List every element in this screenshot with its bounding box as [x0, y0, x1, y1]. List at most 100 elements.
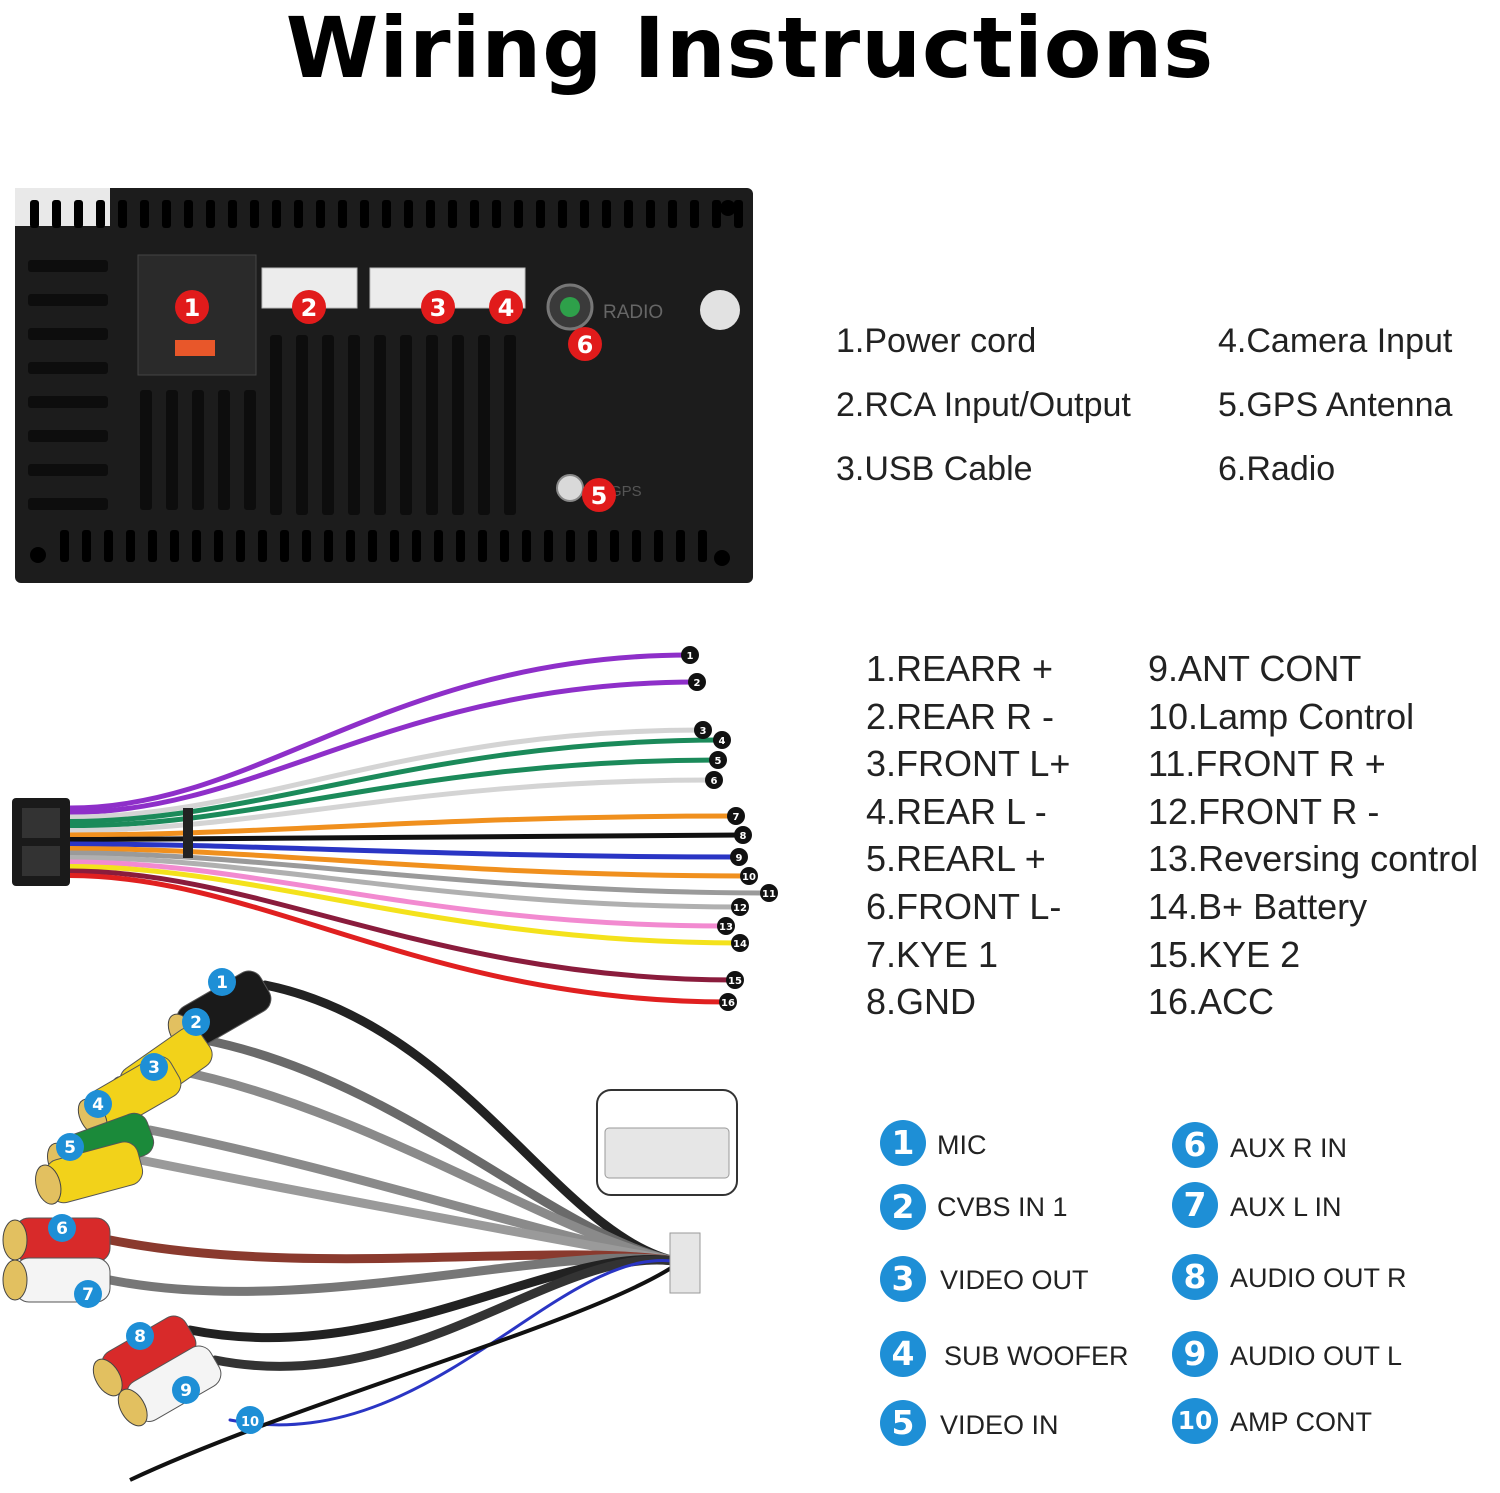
- vent-slot: [360, 200, 369, 228]
- gps-socket: [556, 474, 584, 502]
- rca-harness-connector: [669, 1232, 701, 1294]
- vent-slot: [470, 200, 479, 228]
- connector-inset-plug: [604, 1127, 730, 1179]
- harness-plug-slot: [22, 808, 60, 838]
- harness-plug-slot: [22, 846, 60, 876]
- vent-slot: [28, 260, 108, 272]
- rca-plug-tip: [92, 1358, 123, 1397]
- wire-number: 9: [736, 853, 743, 864]
- rca-marker-number: 2: [190, 1013, 202, 1033]
- vent-slot: [206, 200, 215, 228]
- rca-badge: 6: [1172, 1122, 1218, 1168]
- wire-legend-item: 14.B+ Battery: [1148, 886, 1368, 927]
- wire-number-marker: [730, 848, 748, 866]
- rca-marker: [208, 968, 236, 996]
- port-marker: [489, 290, 523, 324]
- port-marker: [421, 290, 455, 324]
- rca-marker: [126, 1322, 154, 1350]
- harness-wire: [67, 855, 743, 910]
- rca-badge: 8: [1172, 1254, 1218, 1300]
- rca-plug-tip: [117, 1388, 148, 1427]
- rca-marker: [236, 1406, 264, 1434]
- rca-plug-tip: [2, 1259, 28, 1301]
- harness-wire: [67, 679, 700, 815]
- radio-socket-core: [560, 297, 580, 317]
- vent-slot: [588, 530, 597, 562]
- harness-wire: [67, 864, 743, 946]
- port-marker: [582, 478, 616, 512]
- rca-badge: 2: [880, 1184, 926, 1230]
- vent-slot: [140, 390, 152, 510]
- fuse: [175, 340, 215, 356]
- harness-wire: [67, 873, 731, 1005]
- port-legend-item: 5.GPS Antenna: [1218, 386, 1453, 424]
- port-legend-item: 6.Radio: [1218, 450, 1336, 488]
- wire-number: 4: [719, 736, 726, 747]
- vent-slot: [28, 328, 108, 340]
- rca-marker-number: 6: [56, 1219, 68, 1239]
- rca-plug-tip: [2, 1219, 28, 1261]
- vent-slot: [390, 530, 399, 562]
- wire-number: 3: [700, 726, 707, 737]
- rca-marker: [56, 1133, 84, 1161]
- rca-marker-number: 10: [241, 1415, 259, 1430]
- vent-slot: [166, 390, 178, 510]
- vent-slot: [426, 335, 438, 515]
- rca-marker-number: 9: [180, 1381, 192, 1401]
- rca-legend-item: AUX R IN: [1230, 1133, 1348, 1163]
- port-marker-number: 1: [184, 294, 201, 322]
- wire-legend-item: 7.KYE 1: [866, 934, 999, 975]
- vent-slot: [96, 200, 105, 228]
- vent-slot: [602, 200, 611, 228]
- harness-wire: [67, 846, 752, 879]
- rca-marker-number: 8: [134, 1327, 146, 1347]
- port-legend-item: 1.Power cord: [836, 322, 1037, 360]
- vent-slot: [500, 530, 509, 562]
- rca-marker-number: 3: [148, 1058, 160, 1078]
- screw-icon: [30, 547, 46, 563]
- wire-legend-item: 3.FRONT L+: [866, 743, 1071, 784]
- wire-number-marker: [717, 917, 735, 935]
- wire-number: 12: [733, 903, 747, 914]
- harness-wire: [67, 727, 706, 820]
- vent-slot: [654, 530, 663, 562]
- vent-slot: [426, 200, 435, 228]
- vent-slot: [258, 530, 267, 562]
- wire-number: 2: [694, 678, 701, 689]
- vent-slot: [218, 390, 230, 510]
- vent-slot: [126, 530, 135, 562]
- rca-cable: [210, 1255, 685, 1371]
- vent-slot: [698, 530, 707, 562]
- wire-legend-item: 1.REARR +: [866, 648, 1054, 689]
- harness-wire: [67, 652, 693, 811]
- vent-slot: [676, 530, 685, 562]
- wire-legend-item: 4.REAR L -: [866, 791, 1047, 832]
- vent-slot: [28, 396, 108, 408]
- vent-slot: [294, 200, 303, 228]
- vent-slot: [170, 530, 179, 562]
- vent-slot: [668, 200, 677, 228]
- rca-cable: [228, 1258, 682, 1427]
- port-marker: [175, 290, 209, 324]
- vent-slot: [566, 530, 575, 562]
- vent-slot: [580, 200, 589, 228]
- vent-slot: [522, 530, 531, 562]
- vent-slot: [184, 200, 193, 228]
- vent-slot: [192, 530, 201, 562]
- vent-slot: [610, 530, 619, 562]
- vent-slot: [302, 530, 311, 562]
- wire-number-marker: [694, 721, 712, 739]
- harness-wire: [67, 757, 721, 829]
- vent-slot: [412, 530, 421, 562]
- vent-slot: [456, 530, 465, 562]
- amp-cont-lead: [129, 1260, 682, 1482]
- vent-slot: [296, 335, 308, 515]
- wire-number-marker: [734, 826, 752, 844]
- screw-icon: [714, 550, 730, 566]
- vent-slot: [228, 200, 237, 228]
- vent-slot: [558, 200, 567, 228]
- port-legend-item: 4.Camera Input: [1218, 322, 1453, 360]
- wire-number-marker: [726, 971, 744, 989]
- vent-slot: [192, 390, 204, 510]
